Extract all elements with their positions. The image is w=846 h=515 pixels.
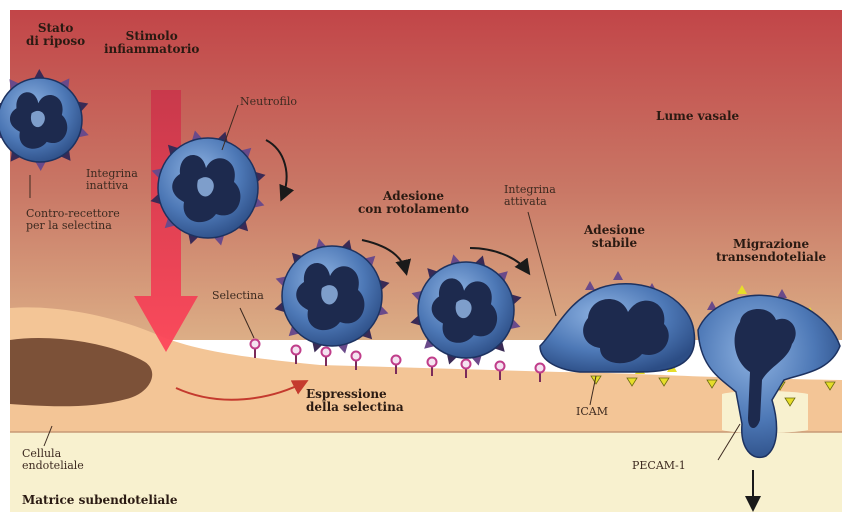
label-pecam: PECAM-1 (632, 460, 686, 472)
label-icam: ICAM (576, 406, 608, 418)
selectin-lollipop (251, 340, 260, 349)
selectin-lollipop (496, 362, 505, 371)
selectin-lollipop (352, 352, 361, 361)
selectin-lollipop (428, 358, 437, 367)
label-selectina: Selectina (212, 290, 264, 302)
label-matrice: Matrice subendoteliale (22, 494, 178, 507)
selectin-lollipop (292, 346, 301, 355)
selectin-lollipop (536, 364, 545, 373)
selectin-lollipop (462, 360, 471, 369)
selectin-lollipop (322, 348, 331, 357)
label-neutrofilo: Neutrofilo (240, 96, 297, 108)
selectin-lollipop (392, 356, 401, 365)
label-lume-vasale: Lume vasale (656, 110, 739, 123)
